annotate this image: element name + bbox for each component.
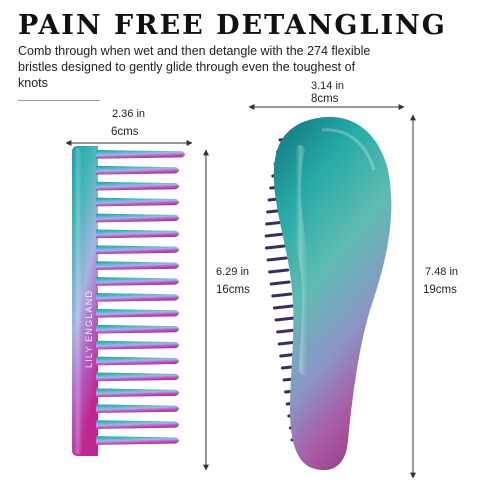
comb-tooth xyxy=(96,277,179,286)
comb-width-cm: 6cms xyxy=(111,126,139,138)
brush-bristle xyxy=(276,328,298,334)
comb-tooth xyxy=(96,404,179,414)
comb-tooth xyxy=(96,197,179,207)
description: Comb through when wet and then detangle … xyxy=(18,44,371,90)
comb-tooth xyxy=(96,324,179,334)
divider xyxy=(18,100,100,101)
comb-tooth xyxy=(96,340,179,350)
comb-tooth xyxy=(96,308,179,318)
brush-bristle xyxy=(268,268,290,274)
comb-tooth xyxy=(96,293,179,302)
brush-height-cm: 19cms xyxy=(423,284,457,296)
brush-body xyxy=(273,116,392,471)
brush-bristle xyxy=(272,304,294,310)
comb-tooth xyxy=(96,436,179,445)
brush-bristle xyxy=(264,232,286,238)
comb-tooth xyxy=(96,420,179,429)
headline: PAIN FREE DETANGLING xyxy=(18,10,447,41)
comb-tooth xyxy=(96,165,179,175)
comb-height-inches: 6.29 in xyxy=(216,266,250,278)
comb-tooth xyxy=(96,388,179,398)
comb-tooth xyxy=(96,245,179,255)
comb-tooth xyxy=(96,261,179,271)
comb-tooth xyxy=(96,372,179,382)
brush-width-inches: 3.14 in xyxy=(311,80,345,92)
comb-tooth xyxy=(96,181,179,191)
comb-tooth xyxy=(96,229,179,239)
comb-tooth xyxy=(96,356,179,366)
brush-width-cm: 8cms xyxy=(311,93,339,105)
brush-bristle xyxy=(264,244,286,250)
brush-height-inches: 7.48 in xyxy=(425,266,459,278)
brush-bristle xyxy=(269,280,291,286)
comb-brand-text: LILY ENGLAND xyxy=(84,290,94,368)
brush-bristle xyxy=(274,316,296,322)
comb-height-cm: 16cms xyxy=(216,284,250,296)
brush-bristle xyxy=(266,256,288,262)
brush-bristle xyxy=(271,292,293,298)
comb-tooth xyxy=(96,213,179,223)
comb-tooth xyxy=(96,150,185,159)
comb-width-inches: 2.36 in xyxy=(112,108,146,120)
